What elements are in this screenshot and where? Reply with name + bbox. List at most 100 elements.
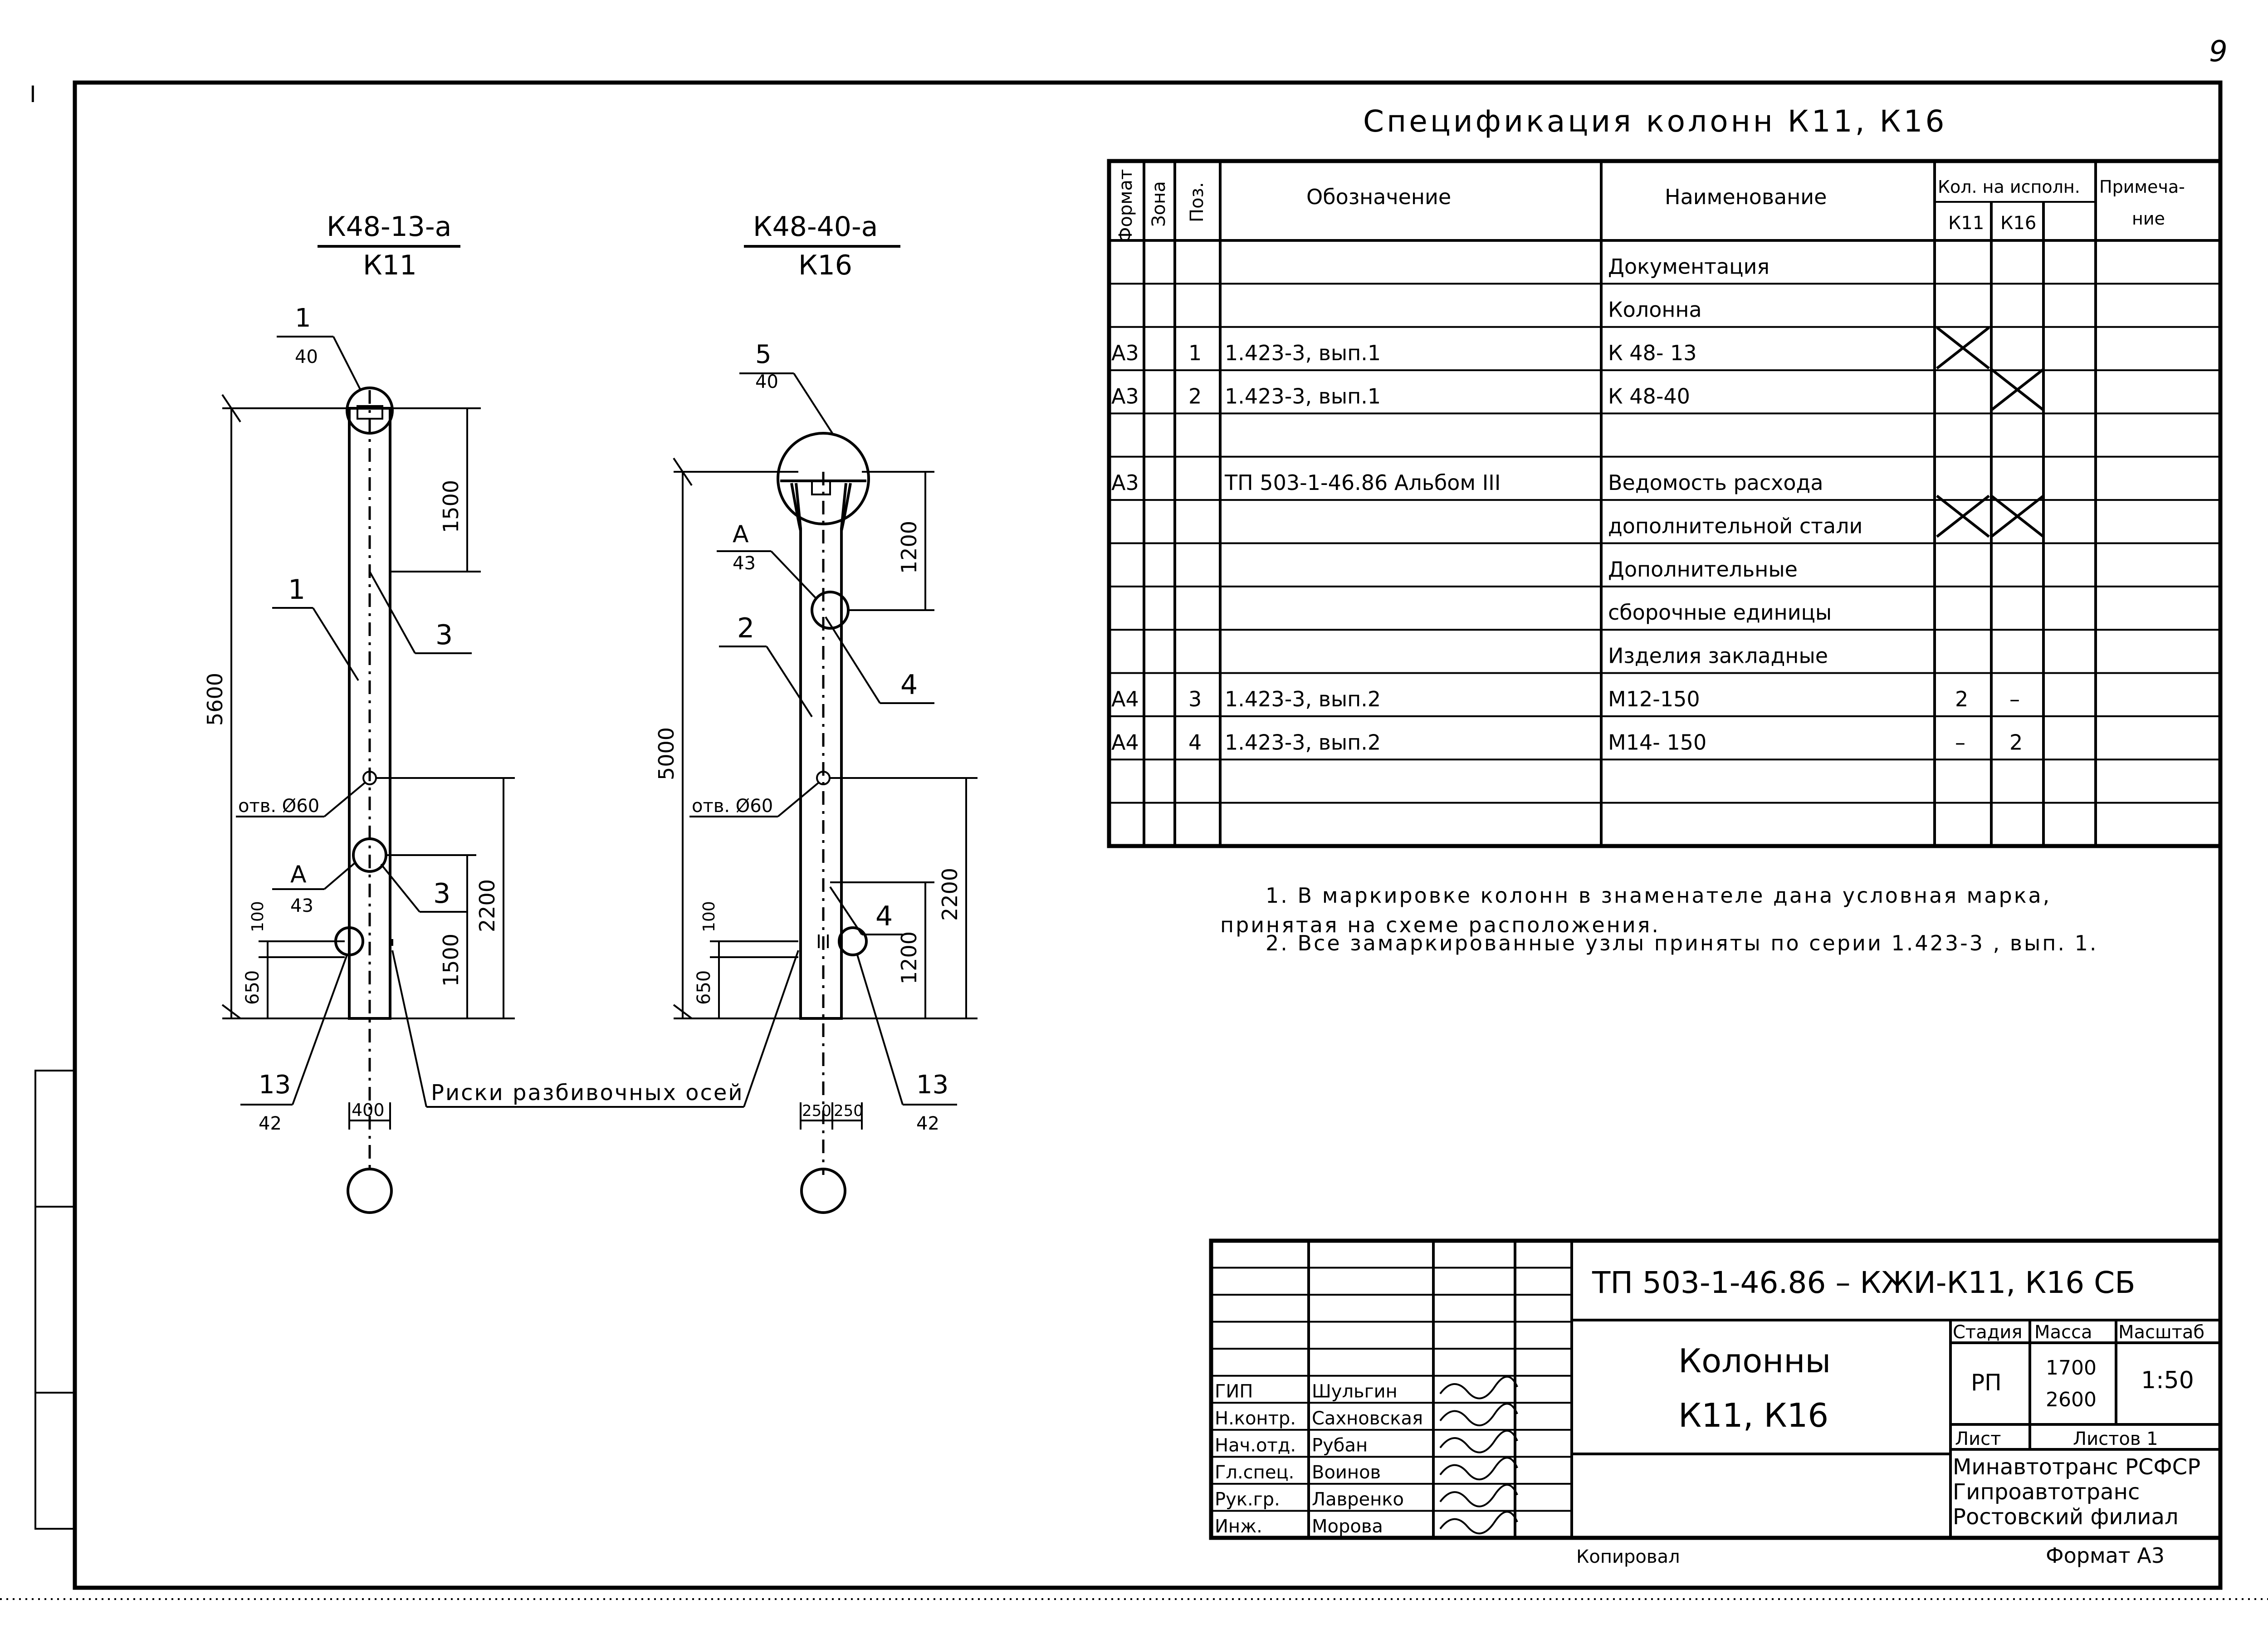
col1-hole-label: отв. Ø60 — [238, 796, 319, 817]
signature-scribble — [1439, 1403, 1518, 1427]
spec-row-lines — [1109, 283, 2220, 804]
signature-scribble — [1439, 1375, 1518, 1399]
col2-nodeA-num: А — [733, 521, 749, 548]
col2-hole-label: отв. Ø60 — [692, 796, 773, 817]
signature-name: Шульгин — [1312, 1381, 1398, 1402]
spec-cell-name: Дополнительные — [1608, 557, 1798, 582]
spec-cell-name: дополнительной стали — [1608, 514, 1862, 538]
page-number: 9 — [2209, 35, 2228, 68]
general-notes: 1. В маркировке колонн в знаменателе дан… — [1220, 883, 2098, 955]
org-line-1: Минавтотранс РСФСР — [1953, 1454, 2200, 1480]
col2-pos-2: 2 — [737, 612, 754, 644]
header-designation: Обозначение — [1306, 185, 1451, 209]
stamp-title-2: К11, К16 — [1678, 1396, 1828, 1434]
header-zone: Зона — [1149, 181, 1169, 227]
spec-cell-name: К 48- 13 — [1608, 341, 1697, 365]
header-format: Формат — [1115, 169, 1136, 243]
axis-marks-callout: Риски разбивочных осей — [391, 950, 799, 1108]
col2-node13-circle — [838, 926, 868, 956]
col1-dim-100: 100 — [249, 901, 267, 932]
signature-scribble — [1439, 1429, 1518, 1453]
sheet-header: Лист — [1955, 1429, 2001, 1449]
note-2: 2. Все замаркированные узлы приняты по с… — [1266, 931, 2098, 955]
spec-cell-name: Документация — [1608, 254, 1769, 279]
col2-dim-250-left: 250 — [802, 1102, 831, 1120]
spec-cell-designation: ТП 503-1-46.86 Альбом III — [1224, 470, 1501, 495]
stamp-title-1: Колонны — [1678, 1342, 1831, 1380]
spec-grid — [1143, 161, 2097, 846]
col1-hole — [362, 771, 377, 785]
col1-dim-total: 5600 — [203, 673, 227, 726]
header-pos: Поз. — [1187, 182, 1207, 222]
header-qty: Кол. на исполн. — [1938, 177, 2080, 197]
spec-cell-name: К 48-40 — [1608, 384, 1690, 408]
col2-dim-1200-top: 1200 — [897, 521, 921, 574]
signature-role: Нач.отд. — [1215, 1435, 1296, 1456]
col2-dim-650: 650 — [694, 970, 714, 1005]
sheets-header: Листов 1 — [2073, 1429, 2158, 1449]
signature-role: ГИП — [1215, 1381, 1253, 1402]
col1-node1-sheet: 40 — [295, 347, 318, 367]
spec-cell-name: М12-150 — [1608, 687, 1700, 711]
col2-dimensions: 5000 1200 2200 1200 650 100 250 250 — [654, 457, 978, 1130]
col2-node5-num: 5 — [755, 340, 772, 369]
spec-cell-format: А4 — [1111, 730, 1139, 754]
col1-nodeA-sheet: 43 — [290, 895, 313, 916]
col1-node13-sheet: 42 — [259, 1113, 282, 1134]
signature-role: Н.контр. — [1215, 1408, 1296, 1429]
title-block: ТП 503-1-46.86 – КЖИ-К11, К16 СБ Колонны… — [1209, 1238, 2223, 1540]
col1-mark-top: К48-13-а — [327, 211, 451, 243]
col2-top-node-circle — [777, 432, 870, 525]
copied-label: Копировал — [1576, 1546, 1680, 1567]
col1-dim-400: 400 — [352, 1100, 385, 1120]
col2-node13-sheet: 42 — [916, 1113, 939, 1134]
spec-cell-k16: – — [2009, 687, 2020, 711]
stage-value: РП — [1971, 1370, 2002, 1396]
signature-scribble — [1439, 1457, 1518, 1481]
col1-pos-1: 1 — [288, 574, 305, 606]
column-k16: К48-40-а К16 5 40 А 43 2 4 4 — [654, 211, 978, 1214]
spec-cell-name: М14- 150 — [1608, 730, 1706, 754]
spec-cell-designation: 1.423-3, вып.2 — [1225, 730, 1381, 754]
col2-dim-2200: 2200 — [938, 868, 962, 921]
signature-role: Гл.спец. — [1215, 1462, 1294, 1483]
spec-cell-k16: 2 — [2009, 730, 2023, 754]
col1-node1-num: 1 — [295, 303, 311, 333]
col1-dim-650: 650 — [242, 970, 263, 1005]
spec-cell-k11: 2 — [1955, 687, 1968, 711]
col2-dim-total: 5000 — [654, 727, 679, 780]
spec-cell-name: сборочные единицы — [1608, 600, 1832, 625]
header-k11: К11 — [1948, 213, 1984, 234]
spec-cell-pos: 1 — [1188, 341, 1202, 365]
col2-nodeA-sheet: 43 — [733, 553, 756, 574]
col1-mark-bottom: К11 — [363, 250, 417, 281]
spec-cell-format: А3 — [1111, 341, 1139, 365]
spec-cell-format: А4 — [1111, 687, 1139, 711]
col2-pos-4a: 4 — [900, 669, 918, 701]
org-line-2: Гипроавтотранс — [1953, 1479, 2140, 1505]
col2-mark-bottom: К16 — [798, 250, 852, 281]
signature-role: Рук.гр. — [1215, 1489, 1280, 1510]
stamp-code: ТП 503-1-46.86 – КЖИ-К11, К16 СБ — [1592, 1265, 2136, 1300]
spec-cell-format: А3 — [1111, 470, 1139, 495]
margin-mark: I — [29, 81, 36, 108]
note-1b: принятая на схеме расположения. — [1220, 913, 1660, 937]
col1-nodeA-num: А — [290, 861, 307, 888]
col1-node13-num: 13 — [259, 1070, 291, 1100]
signature-name: Сахновская — [1312, 1408, 1423, 1429]
spec-cell-designation: 1.423-3, вып.1 — [1225, 384, 1381, 408]
mass-header: Масса — [2034, 1322, 2092, 1343]
col1-dim-2200: 2200 — [475, 879, 499, 932]
spec-cell-pos: 3 — [1188, 687, 1202, 711]
mass-value-2: 2600 — [2046, 1388, 2097, 1411]
col1-dim-1500-top: 1500 — [439, 480, 463, 533]
signature-scribble — [1439, 1511, 1518, 1535]
col2-node13-num: 13 — [916, 1070, 948, 1100]
col1-dimensions: 5600 1500 2200 1500 650 100 400 — [203, 394, 515, 1130]
header-name: Наименование — [1665, 185, 1827, 209]
note-1a: 1. В маркировке колонн в знаменателе дан… — [1266, 883, 2051, 908]
spec-title: Спецификация колонн К11, К16 — [1363, 104, 1947, 139]
col2-axis-circle — [800, 1168, 846, 1214]
